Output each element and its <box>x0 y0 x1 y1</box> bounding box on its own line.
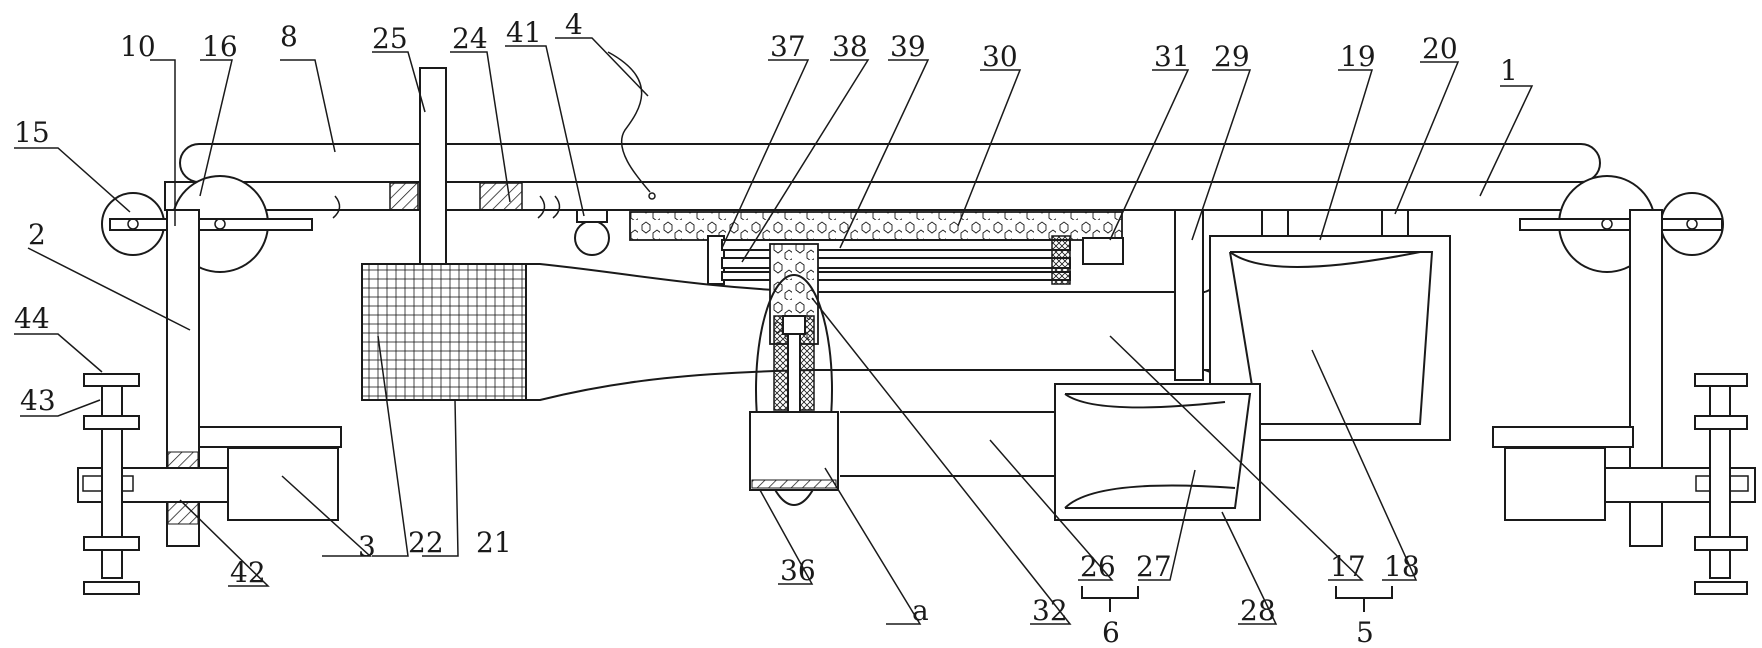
filter-box-22 <box>361 263 527 401</box>
label-21: 21 <box>476 526 512 559</box>
label-18: 18 <box>1384 550 1420 583</box>
vertical-shaft-25 <box>419 67 447 265</box>
vertical-post-29 <box>1174 209 1204 381</box>
label-2: 2 <box>28 218 46 251</box>
label-37: 37 <box>770 30 806 63</box>
label-19: 19 <box>1340 40 1376 73</box>
rail-assembly <box>707 235 1124 285</box>
hatched-block-left <box>389 182 419 211</box>
label-16: 16 <box>202 30 238 63</box>
motor-top-plate <box>198 426 342 448</box>
label-44: 44 <box>14 302 50 335</box>
label-25: 25 <box>372 22 408 55</box>
label-6: 6 <box>1102 616 1120 648</box>
label-8: 8 <box>280 20 298 53</box>
main-frame-plate <box>164 181 1586 211</box>
hatched-block-24 <box>479 182 523 211</box>
clamp-arm-42 <box>77 467 229 503</box>
labels: 10 16 8 25 24 41 4 37 38 39 30 31 29 19 … <box>14 8 1518 648</box>
label-26: 26 <box>1080 550 1116 583</box>
detail-circle-a <box>755 274 833 506</box>
motor-31 <box>1082 237 1124 265</box>
label-28: 28 <box>1240 594 1276 627</box>
label-39: 39 <box>890 30 926 63</box>
label-36: 36 <box>780 554 816 587</box>
label-31: 31 <box>1154 40 1190 73</box>
adjust-screw-43 <box>83 373 140 595</box>
label-4: 4 <box>565 8 583 41</box>
label-15: 15 <box>14 116 50 149</box>
label-41: 41 <box>506 16 542 49</box>
label-17: 17 <box>1330 550 1366 583</box>
label-24: 24 <box>452 22 488 55</box>
label-30: 30 <box>982 40 1018 73</box>
label-a: a <box>912 594 929 627</box>
label-43: 43 <box>20 384 56 417</box>
leader-lines <box>14 37 1534 625</box>
nozzle-36 <box>749 411 839 491</box>
label-1: 1 <box>1500 54 1518 87</box>
right-adjust-screw <box>1694 373 1748 595</box>
motor-box-3 <box>227 447 339 521</box>
right-clamp-arm <box>1604 467 1756 503</box>
label-42: 42 <box>230 556 266 589</box>
label-32: 32 <box>1032 594 1068 627</box>
label-22: 22 <box>408 526 444 559</box>
left-roller-assembly <box>101 175 313 273</box>
honeycomb-strip-30 <box>629 211 1123 241</box>
label-10: 10 <box>120 30 156 63</box>
right-motor-box <box>1504 447 1606 521</box>
dust-bag-6 <box>1054 383 1261 521</box>
label-3: 3 <box>358 530 376 563</box>
label-20: 20 <box>1422 32 1458 65</box>
idler-wheel-41 <box>574 220 610 256</box>
label-38: 38 <box>832 30 868 63</box>
wire-4 <box>607 51 651 193</box>
right-roller-assembly <box>1519 175 1724 273</box>
label-29: 29 <box>1214 40 1250 73</box>
label-5: 5 <box>1356 616 1374 648</box>
label-27: 27 <box>1136 550 1172 583</box>
